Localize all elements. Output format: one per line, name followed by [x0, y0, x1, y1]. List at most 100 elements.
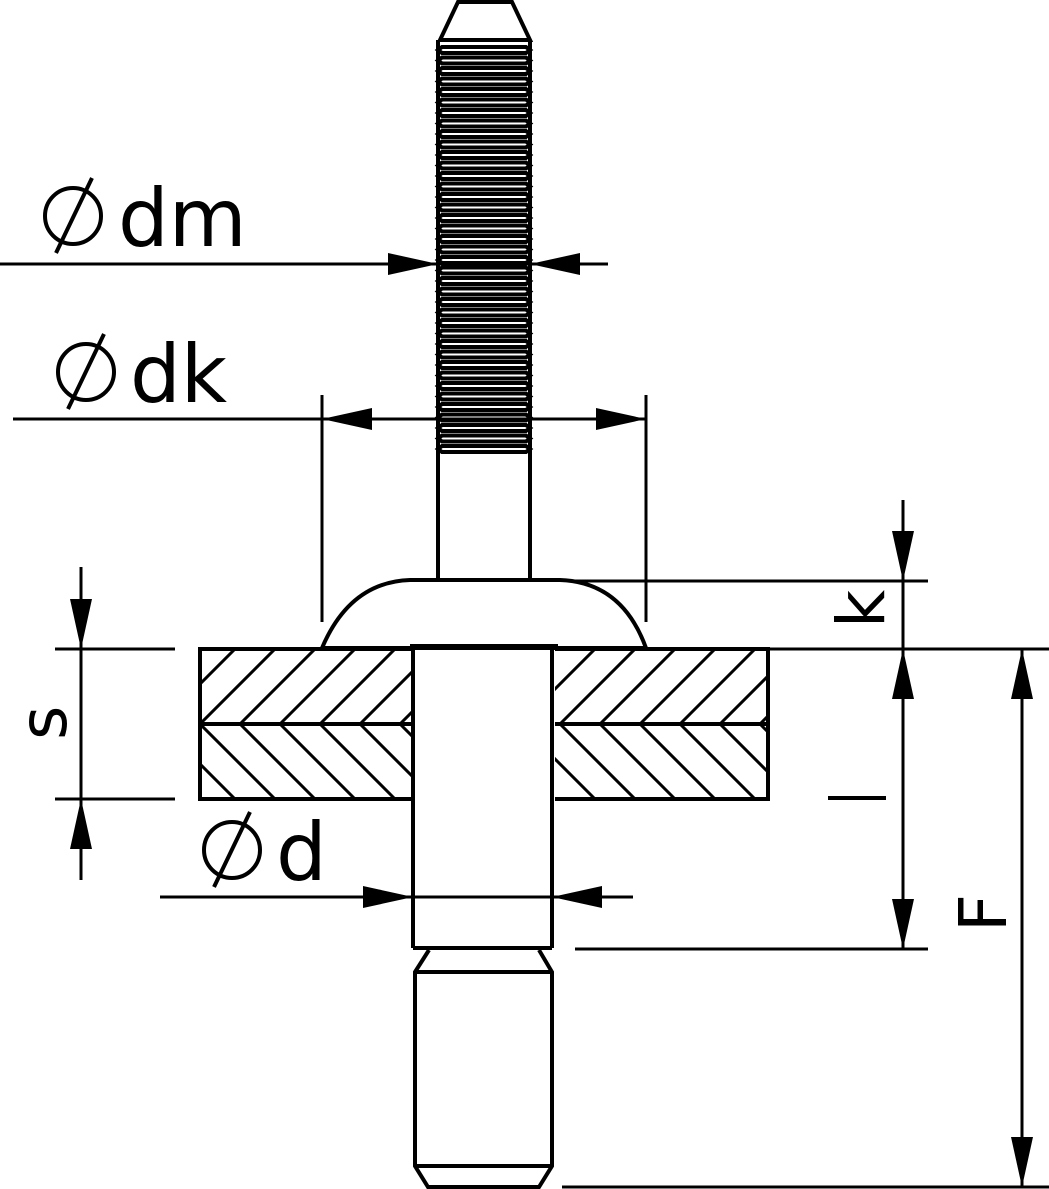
hatch-line	[200, 649, 277, 724]
mandrel-groove	[434, 402, 534, 412]
mandrel-groove	[434, 108, 534, 118]
hatch-line	[638, 724, 717, 799]
mandrel-groove	[434, 66, 534, 76]
mandrel-groove	[434, 192, 534, 202]
mandrel-groove	[434, 97, 534, 108]
sheet-outline-left	[198, 647, 412, 801]
hatch-line	[555, 649, 557, 652]
hatch-line	[555, 649, 597, 692]
hatch-line	[1000, 724, 1049, 799]
mandrel-groove	[434, 223, 534, 234]
mandrel-groove	[434, 370, 534, 381]
rivet-body	[410, 644, 558, 950]
mandrel-groove	[434, 276, 534, 286]
mandrel-groove	[434, 265, 534, 276]
hatch-line	[440, 649, 515, 724]
hatch-line	[800, 649, 875, 724]
hatch-line	[120, 724, 195, 799]
hatch-line	[880, 649, 955, 724]
hatch-line	[1040, 724, 1049, 799]
mandrel-groove	[434, 349, 534, 360]
mandrel-groove	[434, 423, 534, 433]
label-dm-text: dm	[118, 172, 247, 265]
hatch-line	[80, 724, 155, 799]
hatch-line	[200, 724, 277, 799]
mandrel-groove	[434, 76, 534, 87]
label-F: F	[945, 894, 1022, 932]
hatch-line	[800, 724, 875, 799]
mandrel-groove	[434, 381, 534, 391]
mandrel-groove	[434, 87, 534, 97]
hatch-line	[880, 649, 955, 724]
mandrel-groove	[434, 307, 534, 318]
hatch-line	[960, 724, 1035, 799]
hatch-line	[758, 724, 768, 735]
hatch-line	[558, 724, 637, 799]
mandrel-groove	[434, 45, 534, 55]
label-k: k	[823, 589, 900, 628]
hatch-line	[440, 724, 515, 799]
hatch-line	[800, 649, 875, 724]
hatch-line	[278, 724, 357, 799]
hatch-line	[555, 796, 557, 799]
mandrel-groove	[434, 339, 534, 349]
hatch-line	[718, 673, 768, 724]
mandrel-groove	[434, 360, 534, 370]
dimension-dm	[0, 253, 608, 275]
hatch-line	[1040, 724, 1049, 799]
hatch-line	[1040, 649, 1049, 724]
diameter-symbol-icon	[202, 811, 262, 888]
hatch-line	[358, 724, 412, 779]
hatch-line	[238, 724, 317, 799]
hatch-line	[880, 724, 955, 799]
hatch-line	[920, 649, 995, 724]
hatch-line	[480, 649, 555, 724]
hatch-line	[238, 649, 317, 724]
label-d: d	[202, 806, 327, 899]
hatch-line	[480, 724, 555, 799]
hatch-line	[440, 724, 515, 799]
label-d-text: d	[276, 806, 327, 899]
mandrel-groove	[434, 286, 534, 297]
hatch-line	[678, 649, 757, 724]
mandrel	[434, 0, 534, 580]
mandrel-groove	[434, 244, 534, 255]
hatch-line	[678, 724, 757, 799]
mandrel-groove	[434, 328, 534, 339]
dimension-k	[574, 500, 928, 949]
mandrel-groove	[434, 118, 534, 129]
hatch-line	[960, 724, 1035, 799]
hatch-line	[80, 724, 155, 799]
hatch-line	[758, 713, 768, 724]
diameter-symbol-icon	[56, 333, 116, 410]
hatch-line	[718, 724, 768, 775]
hatch-line	[920, 724, 995, 799]
hatch-line	[555, 756, 597, 799]
hatch-line	[318, 724, 397, 799]
dimension-d	[160, 886, 633, 908]
mandrel-tail	[413, 948, 554, 1189]
hatch-line	[120, 724, 195, 799]
hatch-line	[80, 649, 155, 724]
mandrel-groove	[434, 160, 534, 171]
label-s: s	[5, 706, 82, 740]
label-dk-text: dk	[130, 328, 228, 421]
mandrel-groove	[434, 255, 534, 265]
hatch-line	[358, 669, 412, 724]
diameter-symbol-icon	[43, 177, 103, 254]
hatch-line	[1040, 649, 1049, 724]
mandrel-groove	[434, 318, 534, 328]
label-dk: dk	[56, 328, 228, 421]
sheet-outline-right	[555, 647, 770, 801]
hatch-line	[440, 649, 515, 724]
hatch-line	[80, 649, 155, 724]
mandrel-groove	[434, 297, 534, 307]
hatch-line	[800, 724, 875, 799]
hatch-line	[638, 649, 717, 724]
hatch-line	[120, 649, 195, 724]
mandrel-groove	[434, 433, 534, 444]
hatch-line	[760, 649, 835, 724]
label-dm: dm	[43, 172, 247, 265]
hatch-line	[278, 649, 357, 724]
